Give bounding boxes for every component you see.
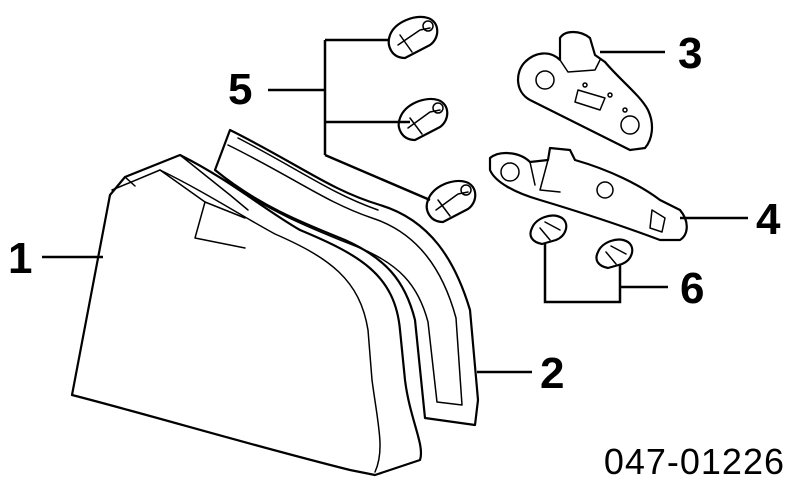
callout-2: 2	[540, 349, 564, 398]
diagram-part-number: 047-01226	[604, 441, 785, 482]
callout-3: 3	[678, 29, 702, 78]
socket-plate-part-4	[488, 146, 688, 242]
bulb-part-5-top	[387, 15, 439, 60]
lens-housing-part-1	[70, 153, 423, 477]
small-bulb-part-6-left	[529, 214, 568, 246]
callout-4: 4	[756, 195, 781, 244]
small-bulb-part-6-right	[595, 238, 634, 270]
bulb-part-5-middle	[397, 97, 449, 142]
leader-bracket-6	[543, 244, 668, 304]
callout-5: 5	[228, 65, 252, 114]
callout-6: 6	[680, 264, 704, 313]
gasket-part-2	[213, 128, 480, 427]
socket-plate-part-3	[517, 30, 654, 152]
bulb-part-5-bottom	[425, 179, 477, 224]
leader-bracket-5	[268, 38, 431, 202]
callout-1: 1	[8, 234, 32, 283]
leader-lines	[42, 38, 748, 374]
